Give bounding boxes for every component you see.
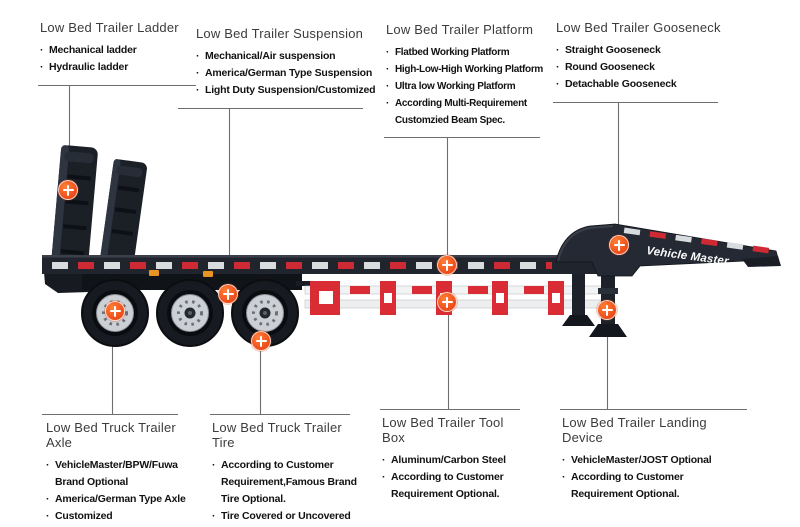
- ramp-right-icon: [100, 159, 147, 266]
- spec-item: Ultra low Working Platform: [386, 78, 548, 95]
- landing-gear: [562, 266, 627, 337]
- section-title: Low Bed Trailer Gooseneck: [556, 20, 721, 35]
- spec-item: According to Customer Requirement Option…: [382, 469, 524, 503]
- spec-item: America/German Type Suspension: [196, 65, 391, 82]
- spec-item: Customized: [46, 508, 192, 525]
- section-title: Low Bed Trailer Ladder: [40, 20, 179, 35]
- callout-section-ladder: Low Bed Trailer Ladder Mechanical ladder…: [40, 20, 192, 76]
- hotspot-ladder[interactable]: [58, 180, 78, 200]
- hotspot-landing[interactable]: [597, 300, 617, 320]
- hotspot-axle[interactable]: [105, 301, 125, 321]
- plus-icon: [598, 301, 616, 319]
- plus-icon: [610, 236, 628, 254]
- section-title: Low Bed Trailer Tool Box: [382, 415, 504, 445]
- spec-item: Aluminum/Carbon Steel: [382, 452, 524, 469]
- spec-item: According to Customer Requirement Option…: [562, 469, 740, 503]
- spec-item: Detachable Gooseneck: [556, 76, 736, 93]
- callout-line-gooseneck: [553, 101, 718, 237]
- deck-lamp-1: [149, 270, 159, 276]
- deck-reflector-strip: [47, 262, 552, 269]
- spec-item: VehicleMaster/BPW/Fuwa Brand Optional: [46, 457, 192, 491]
- wheel-2: [156, 279, 224, 347]
- hotspot-toolbox[interactable]: [437, 292, 457, 312]
- hotspot-gooseneck[interactable]: [609, 235, 629, 255]
- spec-item: Flatbed Working Platform: [386, 44, 548, 61]
- plus-icon: [438, 293, 456, 311]
- plus-icon: [252, 332, 270, 350]
- section-title: Low Bed Truck Trailer Axle: [46, 420, 176, 450]
- plus-icon: [106, 302, 124, 320]
- section-title: Low Bed Trailer Landing Device: [562, 415, 707, 445]
- plus-icon: [59, 181, 77, 199]
- plus-icon: [438, 256, 456, 274]
- section-title: Low Bed Truck Trailer Tire: [212, 420, 342, 450]
- spec-item: Tire Covered or Uncovered: [212, 508, 364, 525]
- callout-line-ladder: [38, 84, 196, 153]
- trailer: Vehicle Master: [42, 145, 781, 347]
- section-title: Low Bed Trailer Suspension: [196, 26, 364, 41]
- callout-section-toolbox: Low Bed Trailer Tool Box Aluminum/Carbon…: [382, 415, 524, 503]
- ramp-left-icon: [50, 145, 98, 271]
- callout-section-platform: Low Bed Trailer Platform Flatbed Working…: [386, 22, 548, 129]
- callout-section-gooseneck: Low Bed Trailer Gooseneck Straight Goose…: [556, 20, 736, 93]
- spec-item: Mechanical/Air suspension: [196, 48, 391, 65]
- spec-item: According to Customer Requirement,Famous…: [212, 457, 364, 508]
- spec-item: Round Gooseneck: [556, 59, 736, 76]
- spec-item: According Multi-Requirement Customzied B…: [386, 95, 548, 129]
- deck-top-highlight: [42, 255, 602, 258]
- callout-line-suspension: [178, 107, 363, 257]
- section-title: Low Bed Trailer Platform: [386, 22, 534, 37]
- callout-line-platform: [384, 136, 540, 258]
- callout-line-axle: [42, 346, 178, 416]
- callout-section-axle: Low Bed Truck Trailer Axle VehicleMaster…: [46, 420, 192, 525]
- hotspot-suspension[interactable]: [218, 284, 238, 304]
- spec-item: Straight Gooseneck: [556, 42, 736, 59]
- wheel-3: [231, 279, 299, 347]
- spec-item: Mechanical ladder: [40, 42, 192, 59]
- plus-icon: [219, 285, 237, 303]
- callout-section-landing: Low Bed Trailer Landing Device VehicleMa…: [562, 415, 740, 503]
- callout-line-tire: [210, 342, 350, 416]
- callout-section-suspension: Low Bed Trailer Suspension Mechanical/Ai…: [196, 26, 391, 99]
- spec-item: Hydraulic ladder: [40, 59, 192, 76]
- spec-item: High-Low-High Working Platform: [386, 61, 548, 78]
- spec-item: Light Duty Suspension/Customized: [196, 82, 391, 99]
- spec-item: VehicleMaster/JOST Optional: [562, 452, 740, 469]
- hotspot-platform[interactable]: [437, 255, 457, 275]
- deck-lamp-2: [203, 271, 213, 277]
- callout-section-tire: Low Bed Truck Trailer Tire According to …: [212, 420, 364, 525]
- callout-lines: [38, 84, 747, 416]
- hotspot-tire[interactable]: [251, 331, 271, 351]
- callout-line-landing: [560, 312, 747, 411]
- callout-line-toolbox: [380, 303, 520, 411]
- spec-item: America/German Type Axle: [46, 491, 192, 508]
